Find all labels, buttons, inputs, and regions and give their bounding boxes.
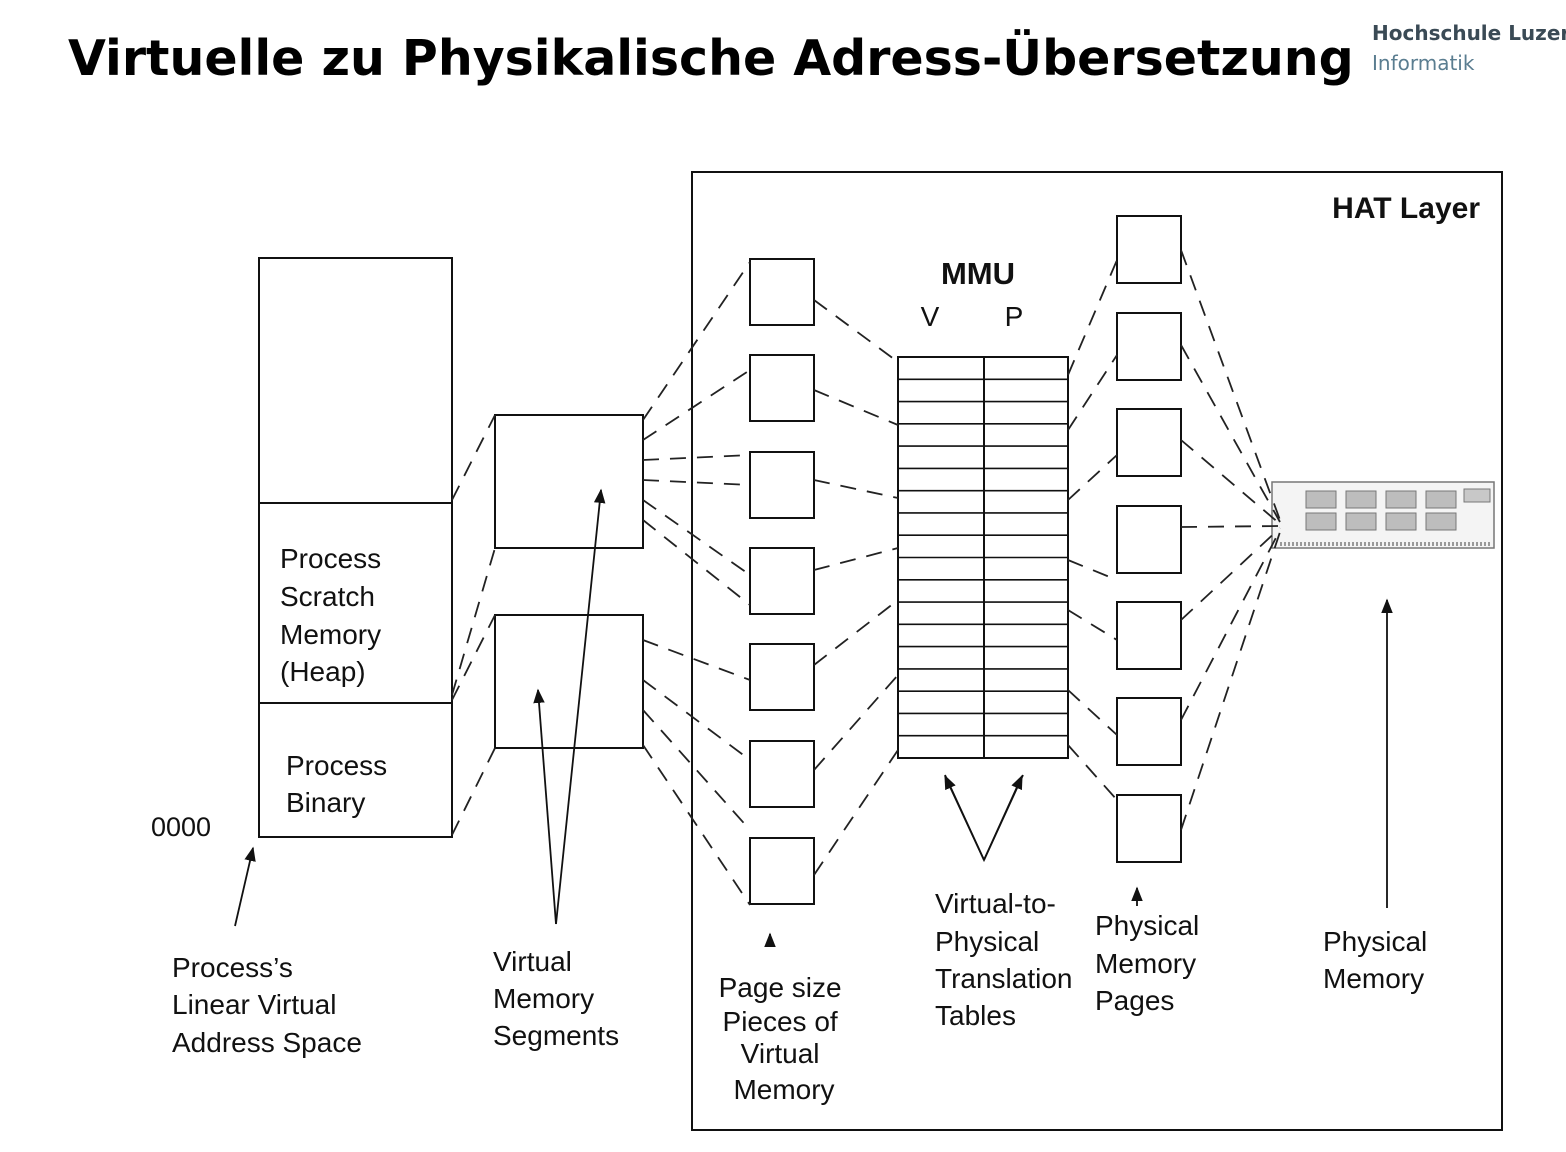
mmu-rows — [898, 378, 1068, 737]
binary-segment-label: Process Binary — [286, 750, 395, 818]
mapping-line — [1067, 354, 1118, 431]
arrow-tables — [944, 774, 1024, 863]
mapping-line — [642, 479, 751, 486]
physical-pages-column — [1116, 215, 1182, 863]
mapping-line — [1067, 744, 1118, 801]
mapping-line — [813, 479, 899, 499]
mapping-line — [813, 599, 899, 666]
memory-chip — [1305, 490, 1337, 509]
physical-page-box — [1116, 505, 1182, 574]
memory-chip — [1385, 512, 1417, 531]
hat-layer-frame — [691, 171, 1503, 1131]
virtual-page-box — [749, 643, 815, 711]
mapping-line — [1180, 249, 1281, 521]
arrow-segment-upper — [555, 488, 606, 925]
virtual-page-box — [749, 258, 815, 326]
page-title: Virtuelle zu Physikalische Adress-Überse… — [68, 30, 1354, 87]
caption-page-size-pieces: Page size Pieces of Virtual Memory — [719, 972, 850, 1105]
physical-memory-module — [1271, 481, 1495, 549]
mapping-line — [451, 547, 496, 696]
mapping-line — [1067, 609, 1118, 641]
mapping-line — [451, 747, 496, 836]
arrow-linear-space — [234, 846, 256, 927]
physical-page-box — [1116, 601, 1182, 670]
mapping-line — [1067, 689, 1118, 736]
address-space-block — [258, 257, 453, 838]
mapping-lines — [451, 249, 1281, 906]
mapping-line — [813, 299, 899, 363]
mapping-line — [1180, 344, 1281, 523]
mapping-line — [1180, 439, 1281, 525]
mapping-line — [642, 744, 751, 906]
mapping-line — [813, 674, 899, 771]
mapping-line — [642, 519, 751, 606]
mmu-column-p: P — [1005, 301, 1024, 332]
mapping-line — [1180, 531, 1281, 831]
physical-page-box — [1116, 312, 1182, 381]
memory-chip — [1305, 512, 1337, 531]
caption-linear-address-space: Process’s Linear Virtual Address Space — [172, 952, 362, 1058]
mapping-line — [451, 614, 496, 701]
virtual-pages-column — [749, 258, 815, 905]
mapping-line — [1067, 559, 1118, 581]
caption-arrows — [234, 488, 1393, 947]
virtual-page-box — [749, 837, 815, 905]
hat-layer-label: HAT Layer — [1332, 192, 1480, 225]
caption-physical-memory: Physical Memory — [1323, 926, 1435, 994]
mapping-line — [813, 547, 899, 571]
virtual-page-box — [749, 547, 815, 615]
memory-chip — [1425, 490, 1457, 509]
mmu-table: MMU V P — [897, 256, 1069, 759]
virtual-page-box — [749, 451, 815, 519]
mmu-title: MMU — [941, 256, 1015, 291]
mapping-line — [1067, 454, 1118, 501]
physical-page-box — [1116, 215, 1182, 284]
memory-chips — [1305, 488, 1491, 531]
mapping-line — [642, 639, 751, 681]
institution-name: Hochschule Luzer — [1372, 21, 1566, 45]
physical-page-box — [1116, 794, 1182, 863]
mapping-line — [642, 499, 751, 576]
mapping-line — [642, 369, 751, 441]
mmu-column-v: V — [921, 301, 940, 332]
mapping-line — [1180, 527, 1281, 621]
virtual-page-box — [749, 354, 815, 422]
caption-translation-tables: Virtual-to- Physical Translation Tables — [935, 888, 1080, 1031]
origin-address-label: 0000 — [151, 812, 211, 842]
memory-chip — [1385, 490, 1417, 509]
mapping-line — [813, 389, 899, 426]
arrow-tables-left — [944, 774, 985, 861]
physical-page-box — [1116, 697, 1182, 766]
mapping-line — [642, 679, 751, 761]
virtual-segment-box — [494, 414, 644, 549]
caption-physical-memory-pages: Physical Memory Pages — [1095, 910, 1207, 1016]
mapping-line — [451, 414, 496, 501]
mapping-line — [1180, 529, 1281, 721]
mapping-line — [1180, 525, 1281, 528]
arrow-tables-right — [983, 774, 1023, 861]
institution-department: Informatik — [1372, 51, 1475, 75]
memory-chip — [1425, 512, 1457, 531]
institution-logo: Hochschule Luzer Informatik — [1372, 18, 1566, 90]
caption-virtual-memory-segments: Virtual Memory Segments — [493, 946, 619, 1051]
arrow-segment-lower — [533, 688, 557, 925]
mapping-line — [813, 749, 899, 876]
mapping-line — [642, 454, 751, 461]
memory-module-board — [1271, 481, 1495, 549]
mapping-line — [1067, 259, 1118, 376]
physical-page-box — [1116, 408, 1182, 477]
linear-address-space: Process Scratch Memory (Heap) Process Bi… — [151, 257, 453, 842]
mapping-line — [642, 261, 751, 421]
memory-chip — [1345, 490, 1377, 509]
virtual-segment-box — [494, 614, 644, 749]
memory-chip-small — [1463, 488, 1491, 503]
memory-chip — [1345, 512, 1377, 531]
heap-segment-label: Process Scratch Memory (Heap) — [280, 543, 389, 687]
virtual-page-box — [749, 740, 815, 808]
